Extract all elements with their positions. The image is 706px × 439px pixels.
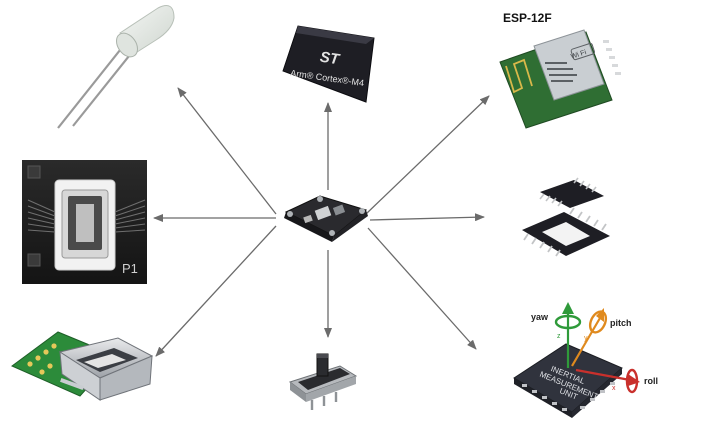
mcu-chip-icon: ST Arm® Cortex®-M4 xyxy=(283,26,374,102)
imu-y-label: y xyxy=(584,335,588,342)
arrow-to-esp xyxy=(366,96,489,214)
arrow-to-led xyxy=(178,88,276,214)
slide-switch-icon xyxy=(290,354,356,410)
ic-package-icon xyxy=(522,178,610,256)
imu-z-label: z xyxy=(557,333,561,340)
led-icon xyxy=(58,6,174,128)
arrow-to-ic xyxy=(370,217,484,220)
arrow-to-imu xyxy=(368,228,476,349)
imu-x-label: x xyxy=(612,385,616,392)
wifi-module-icon: ESP-12F Wi Fi xyxy=(500,11,621,128)
imu-chip-icon: INERTIAL MEASUREMENT UNIT yaw pitch roll… xyxy=(514,302,658,418)
imu-pitch-label: pitch xyxy=(610,318,632,328)
imu-roll-label: roll xyxy=(644,376,658,386)
fpc-connector-icon: P1 xyxy=(22,160,147,284)
connector-ref-text: P1 xyxy=(122,261,138,276)
esp-module-label: ESP-12F xyxy=(503,11,552,25)
arrow-to-usb xyxy=(156,226,276,356)
imu-yaw-label: yaw xyxy=(531,312,549,322)
usb-connector-icon xyxy=(12,332,152,400)
flight-board-icon xyxy=(284,196,368,242)
